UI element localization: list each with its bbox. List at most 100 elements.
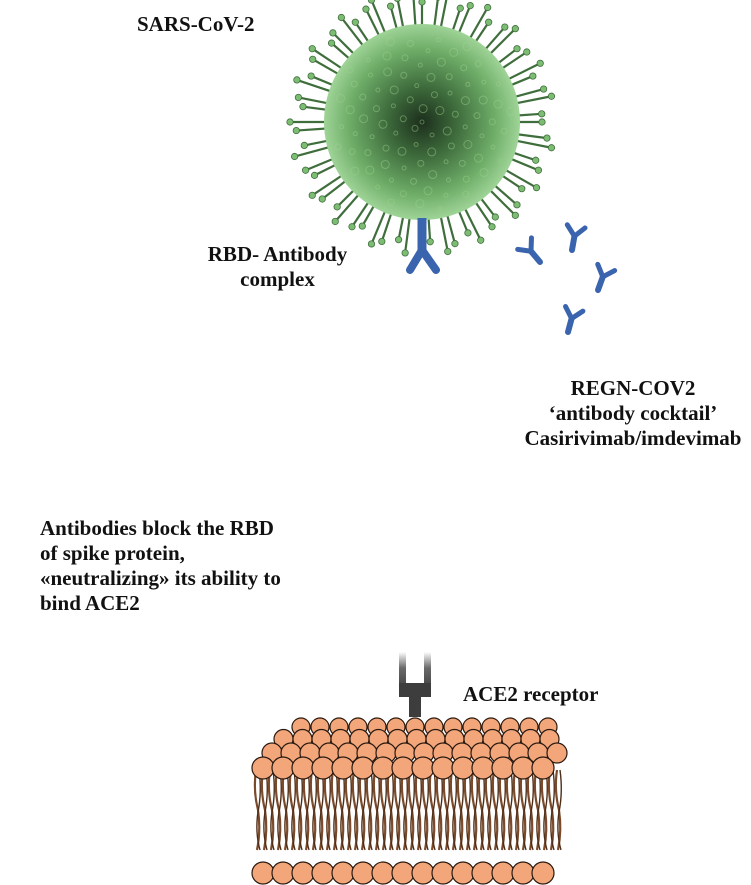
- texture-dot: [400, 71, 408, 79]
- texture-dot: [393, 130, 399, 136]
- texture-dot: [359, 114, 369, 124]
- lipid-tail: [417, 769, 422, 851]
- spike: [294, 144, 334, 158]
- mechanism-line: of spike protein,: [40, 541, 185, 565]
- lipid-tail: [480, 769, 485, 851]
- texture-dot: [375, 87, 381, 93]
- texture-dot: [481, 79, 487, 85]
- texture-dot: [383, 67, 393, 77]
- lipid-tail: [333, 769, 338, 851]
- lipid-tail: [389, 769, 394, 851]
- texture-dot: [345, 105, 355, 115]
- texture-dot: [410, 177, 418, 185]
- lipid-head: [291, 861, 315, 885]
- spike-tip: [301, 166, 310, 174]
- texture-dot: [399, 115, 407, 123]
- mechanism-line: bind ACE2: [40, 591, 140, 615]
- spike-tip: [367, 240, 376, 248]
- texture-dot: [462, 124, 468, 130]
- texture-dot: [387, 198, 395, 206]
- spike-tip: [534, 166, 543, 174]
- lipid-head: [351, 756, 375, 780]
- spike-tip: [536, 59, 544, 67]
- antibody-icon: [518, 238, 547, 268]
- texture-dot: [490, 144, 496, 150]
- lipid-head: [491, 756, 515, 780]
- virus-texture: [334, 37, 516, 212]
- spike-tip: [484, 3, 492, 12]
- mechanism-line: «neutralizing» its ability to: [40, 566, 281, 590]
- texture-dot: [359, 93, 367, 101]
- texture-dot: [430, 91, 438, 99]
- texture-dot: [428, 170, 438, 180]
- texture-dot: [473, 153, 483, 163]
- texture-dot: [397, 146, 407, 156]
- texture-dot: [496, 81, 502, 87]
- spike: [438, 0, 448, 32]
- texture-dot: [423, 186, 433, 196]
- lipid-tail: [445, 769, 450, 851]
- texture-dot: [382, 51, 392, 61]
- spike-tip: [518, 185, 526, 193]
- spike-tip: [337, 13, 345, 22]
- lipid-head: [531, 756, 555, 780]
- spike-tip: [491, 213, 499, 221]
- texture-dot: [419, 119, 425, 125]
- texture-dot: [493, 99, 503, 109]
- spike-tip: [387, 2, 395, 10]
- lipid-head: [291, 756, 315, 780]
- lipid-tail: [312, 769, 317, 851]
- virus-body: [324, 24, 520, 220]
- texture-dot: [375, 184, 381, 190]
- lipid-tail: [501, 769, 506, 851]
- texture-dot: [446, 177, 452, 183]
- spike-tip: [351, 18, 359, 26]
- texture-dot: [462, 175, 470, 183]
- spike-tip: [299, 103, 307, 111]
- texture-dot: [447, 90, 453, 96]
- texture-dot: [415, 199, 425, 209]
- texture-dot: [334, 143, 342, 151]
- texture-dot: [346, 66, 354, 74]
- spike-tip: [547, 144, 556, 152]
- texture-dot: [479, 133, 485, 139]
- lipid-tail: [536, 769, 541, 851]
- lipid-head: [471, 861, 495, 885]
- spike-tip: [418, 0, 426, 6]
- lipid-tail: [305, 769, 310, 851]
- texture-dot: [462, 42, 472, 52]
- texture-dot: [336, 93, 346, 103]
- lipid-head: [351, 861, 375, 885]
- lipid-tail: [410, 769, 415, 851]
- texture-dot: [411, 124, 419, 132]
- lipid-tail: [298, 769, 303, 851]
- spike-tip: [543, 134, 551, 142]
- lipid-tail: [256, 769, 261, 851]
- lipid-head: [411, 756, 435, 780]
- lipid-head: [271, 756, 295, 780]
- spike-tip: [358, 222, 366, 230]
- spike-tip: [547, 92, 556, 100]
- lipid-tail: [452, 769, 457, 851]
- spike-tip: [513, 45, 521, 53]
- texture-dot: [350, 80, 358, 88]
- texture-dot: [350, 166, 360, 176]
- spike: [370, 0, 388, 38]
- spike: [334, 190, 363, 223]
- texture-dot: [460, 64, 468, 72]
- texture-dot: [465, 81, 471, 87]
- lipid-tail: [494, 769, 499, 851]
- antibody-cocktail-label: REGN-COV2 ‘antibody cocktail’ Casirivima…: [518, 376, 748, 451]
- texture-dot: [443, 159, 449, 165]
- lipid-tail: [277, 769, 282, 851]
- spike-tip: [511, 25, 519, 33]
- lipid-tail: [515, 769, 520, 851]
- spike-tip: [532, 156, 540, 164]
- lipid-tail: [459, 769, 464, 851]
- bound-antibody: [406, 218, 440, 274]
- spike-tip: [444, 247, 452, 256]
- spike: [501, 166, 538, 189]
- lipid-tail: [284, 769, 289, 851]
- texture-dot: [378, 119, 388, 129]
- texture-dot: [463, 139, 473, 149]
